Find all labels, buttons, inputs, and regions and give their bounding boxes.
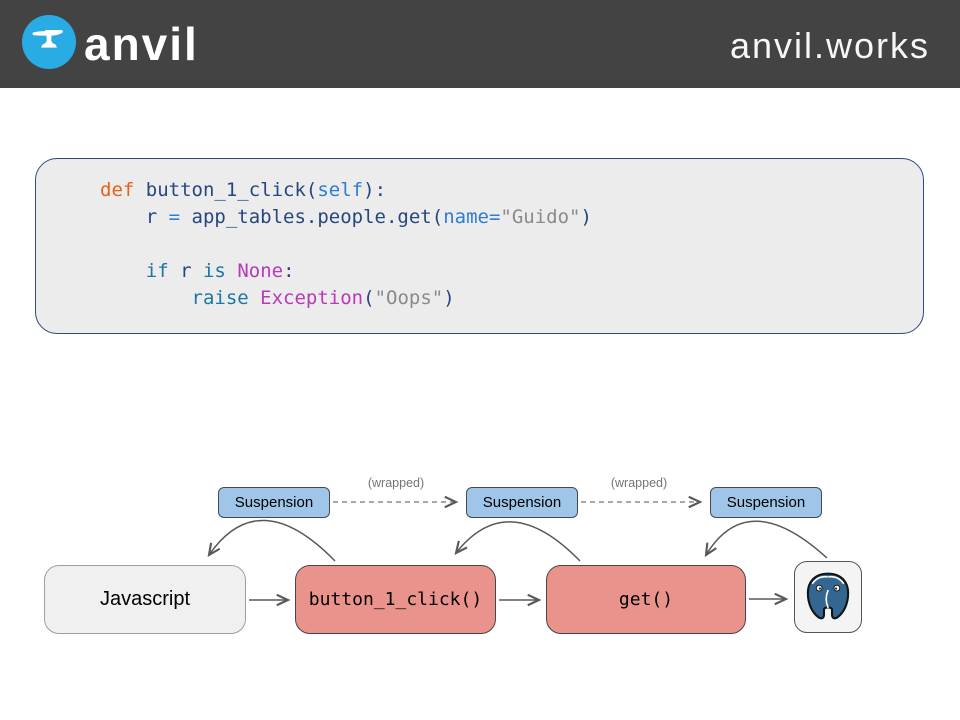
postgresql-logo bbox=[794, 561, 862, 633]
arc-suspension2 bbox=[456, 521, 581, 562]
arc-suspension1 bbox=[209, 519, 336, 562]
suspension-box-1: Suspension bbox=[218, 487, 330, 518]
arc-suspension3 bbox=[706, 520, 828, 559]
postgresql-elephant-icon bbox=[799, 566, 857, 628]
suspension-box-3: Suspension bbox=[710, 487, 822, 518]
logo-wordmark: anvil bbox=[84, 18, 199, 70]
suspension-box-2: Suspension bbox=[466, 487, 578, 518]
anvil-logo bbox=[22, 15, 76, 69]
site-wordmark: anvil.works bbox=[729, 25, 930, 66]
header-bar: anvil anvil.works bbox=[0, 0, 960, 88]
javascript-box: Javascript bbox=[44, 565, 246, 634]
get-box: get() bbox=[546, 565, 746, 634]
python-code: def button_1_click(self): r = app_tables… bbox=[100, 179, 592, 309]
anvil-icon bbox=[31, 24, 67, 60]
code-snippet-card: def button_1_click(self): r = app_tables… bbox=[35, 158, 924, 334]
wrapped-label-1: (wrapped) bbox=[367, 476, 425, 490]
wrapped-label-2: (wrapped) bbox=[610, 476, 668, 490]
button-1-click-box: button_1_click() bbox=[295, 565, 496, 634]
